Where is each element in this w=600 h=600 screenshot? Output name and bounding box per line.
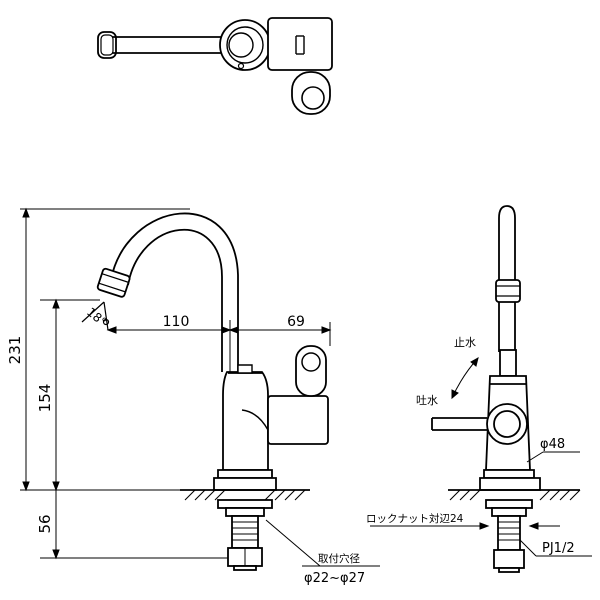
- shank-thread-lines: [232, 521, 258, 541]
- dim-handle-reach: 69: [287, 314, 305, 330]
- label-stop-water: 止水: [454, 336, 476, 349]
- label-mount-hole: 取付穴径: [318, 552, 360, 565]
- label-mount-hole-range: φ22~φ27: [304, 571, 365, 586]
- side-annotations: [370, 356, 592, 557]
- label-thread: PJ1/2: [542, 541, 575, 556]
- dim-total-height: 231: [6, 336, 24, 365]
- dim-spout-height: 154: [36, 384, 54, 413]
- dim-spout-reach: 110: [163, 314, 190, 330]
- side-shank-thread-lines: [498, 521, 520, 541]
- top-view: [97, 17, 333, 115]
- dim-base-diameter: φ48: [540, 437, 565, 452]
- side-counter-hatch: [449, 489, 581, 501]
- counter-hatch: [184, 489, 306, 501]
- front-view: [81, 212, 329, 571]
- front-dimensions: [20, 207, 380, 567]
- label-lock-nut: ロックナット対辺24: [366, 512, 464, 525]
- side-view: [431, 205, 581, 573]
- dim-below-counter: 56: [36, 514, 54, 533]
- label-discharge-water: 吐水: [416, 394, 438, 407]
